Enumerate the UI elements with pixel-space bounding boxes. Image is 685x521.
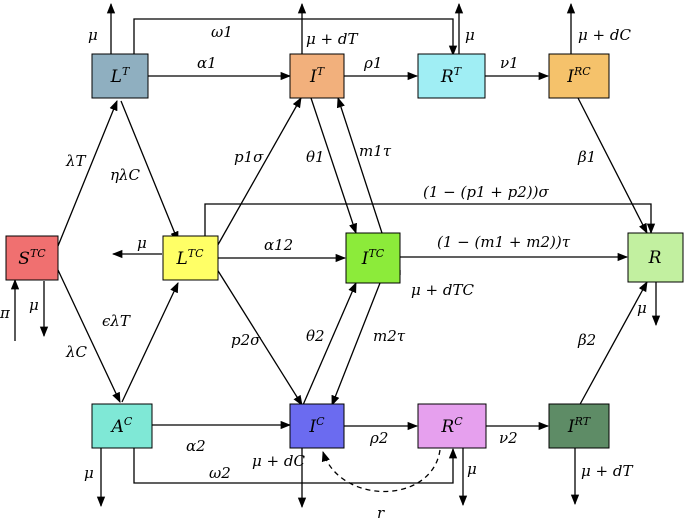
node-i-t-label: IT [309,65,326,87]
edge-ltc-to-r [204,203,656,236]
node-i-rt: IRT [548,403,610,449]
label-nu2: ν2 [499,429,518,447]
node-s-tc-box [5,235,59,281]
edges [10,2,661,509]
node-l-t-box [91,53,149,99]
label-m2-tau: m2τ [373,327,406,345]
node-r-c: RC [417,403,487,449]
label-remainder-tau: (1 − (m1 + m2))τ [437,233,571,251]
edge-itc-to-it [336,97,383,234]
node-a-c-label: AC [110,415,133,437]
node-i-rt-label: IRT [567,415,592,437]
label-omega1: ω1 [211,23,233,41]
edge-ltc-to-it [214,97,302,251]
label-mu-ac: μ [84,464,94,482]
label-lambda-c: λC [65,343,88,361]
node-a-c-box [91,403,153,449]
node-i-rc-label: IRC [566,65,591,87]
edge-ac-to-rc [133,447,458,484]
label-theta1: θ1 [306,148,325,166]
label-mu-dc-irc: μ + dC [578,26,631,44]
node-i-tc-box [345,232,401,284]
edge-lt-to-rt [133,18,458,57]
label-omega2: ω2 [209,464,231,482]
label-r: r [377,504,385,521]
label-mu-dtc: μ + dTC [411,281,474,299]
edge-irc-to-r [577,97,648,234]
label-nu1: ν1 [500,54,519,72]
node-r-t-box [417,53,486,99]
label-beta2: β2 [577,331,596,349]
node-i-tc: ITC [345,232,401,284]
node-r-c-box [417,403,487,449]
node-s-tc-label: STC [18,247,46,269]
node-l-t-label: LT [110,65,131,87]
label-mu-dc-ic: μ + dC [252,452,305,470]
label-mu-lt: μ [88,26,98,44]
node-i-rc: IRC [548,53,610,99]
edge-ltc-to-ic [214,265,303,406]
node-i-c-box [289,403,345,449]
label-mu-dt-it: μ + dT [306,30,358,48]
label-rho2: ρ2 [369,429,388,447]
nodes: STC LT LTC AC IT ITC IC RT [5,53,684,449]
label-rho1: ρ1 [363,54,382,72]
node-i-t: IT [289,53,345,99]
label-theta2: θ2 [306,327,325,345]
edge-ac-to-ltc [121,282,179,403]
node-i-rt-box [548,403,610,449]
node-r: R [627,232,684,283]
edge-itc-to-ic [331,282,381,406]
node-l-tc: LTC [162,235,219,281]
label-mu-ltc: μ [137,234,147,252]
label-m1-tau: m1τ [359,142,392,160]
node-s-tc: STC [5,235,59,281]
node-r-t: RT [417,53,486,99]
edge-s-to-lt [57,100,118,247]
node-a-c: AC [91,403,153,449]
label-alpha12: α12 [264,236,293,254]
label-pi: π [0,304,11,322]
label-beta1: β1 [577,148,596,166]
label-lambda-t: λT [65,152,87,170]
node-l-t: LT [91,53,149,99]
node-r-label: R [648,248,662,268]
label-mu-rc: μ [467,460,477,478]
edge-rc-to-ic-dashed [321,449,441,493]
label-eta-lambda-c: ηλC [110,166,140,184]
label-mu-r: μ [637,299,647,317]
label-alpha2: α2 [186,437,206,455]
label-mu-rt: μ [465,26,475,44]
label-remainder-sigma: (1 − (p1 + p2))σ [423,183,549,201]
label-p1-sigma: p1σ [234,148,264,166]
node-r-c-label: RC [440,415,463,437]
node-r-box [627,232,684,283]
node-i-t-box [289,53,345,99]
node-i-c-label: IC [308,415,325,437]
label-mu-s: μ [29,296,39,314]
edge-it-to-itc [310,97,357,234]
node-i-c: IC [289,403,345,449]
edge-s-to-ac [57,269,121,403]
label-eps-lambda-t: ϵλT [102,312,131,330]
node-l-tc-box [162,235,219,281]
label-mu-dt-irt: μ + dT [581,462,633,480]
edge-irt-to-r [577,281,648,409]
node-i-tc-label: ITC [361,247,385,269]
edge-labels: ω1 α1 ρ1 ν1 λT ηλC p1σ θ1 m1τ β1 (1 − (p… [0,23,647,521]
node-r-t-label: RT [440,65,463,87]
label-p2-sigma: p2σ [231,331,261,349]
label-alpha1: α1 [197,54,217,72]
edge-lt-to-ltc [120,100,179,242]
node-l-tc-label: LTC [175,247,204,269]
node-i-rc-box [548,53,610,99]
edge-ic-to-itc [302,282,357,406]
